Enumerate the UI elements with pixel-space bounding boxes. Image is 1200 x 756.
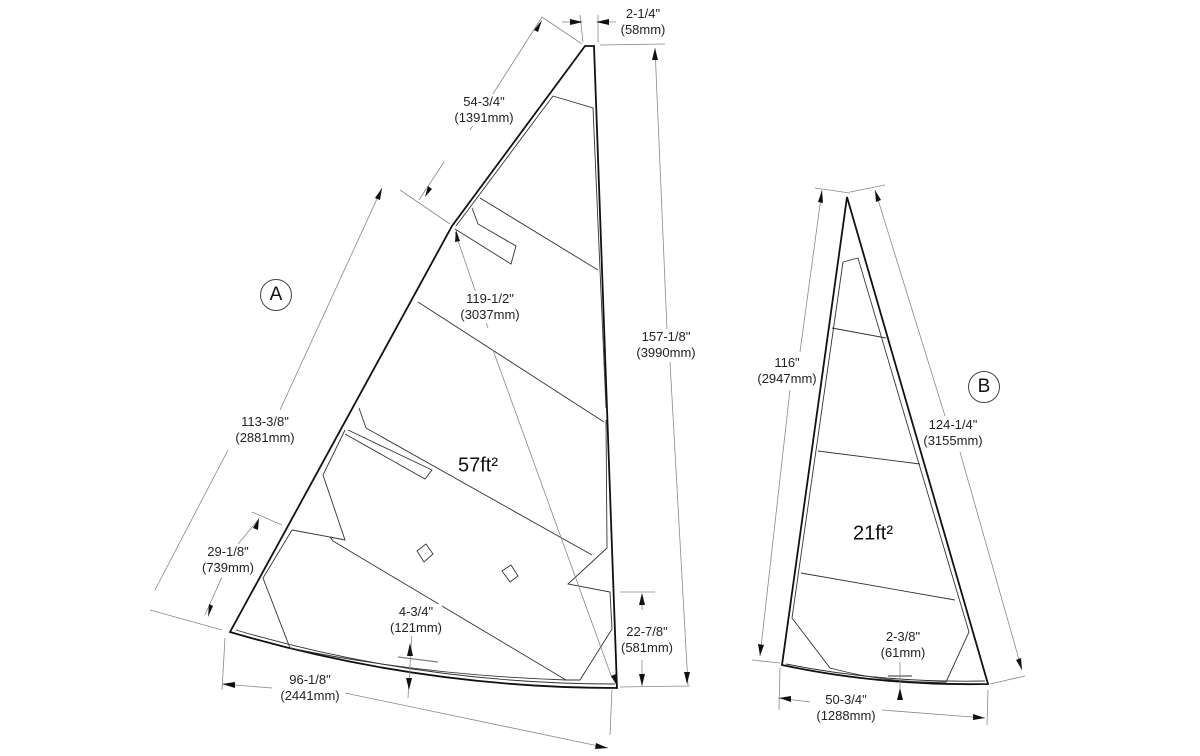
dim-b-foot-round: 2-3/8"(61mm): [880, 629, 926, 661]
dim-a-lower-luff: 113-3/8"(2881mm): [235, 414, 295, 446]
sail-a-dimension-lines: [149, 14, 691, 749]
sail-b-outline: [780, 196, 990, 686]
dim-a-leech: 157-1/8"(3990mm): [636, 329, 696, 361]
sail-b-id-circle: B: [968, 371, 1000, 403]
sail-a-outline: [228, 45, 618, 689]
sail-a-area: 57ft²: [457, 454, 499, 477]
dim-a-foot: 96-1/8"(2441mm): [280, 672, 340, 704]
sail-b-arrows: [758, 190, 1022, 720]
dim-a-tack-offset: 29-1/8"(739mm): [201, 544, 255, 576]
dim-b-foot: 50-3/4"(1288mm): [816, 692, 876, 724]
dim-a-diagonal: 119-1/2"(3037mm): [460, 291, 520, 323]
sail-b-panels: [785, 257, 986, 683]
sail-a-id-circle: A: [260, 279, 292, 311]
sail-b-dimension-lines: [751, 184, 1026, 726]
dim-a-foot-round: 4-3/4"(121mm): [389, 604, 443, 636]
dim-b-leech: 124-1/4"(3155mm): [923, 417, 983, 449]
sail-a-panels: [235, 95, 616, 685]
dim-a-clew-height: 22-7/8"(581mm): [620, 624, 674, 656]
sail-b-area: 21ft²: [852, 522, 894, 545]
dim-b-luff: 116"(2947mm): [757, 355, 817, 387]
sail-a-arrows: [208, 19, 690, 749]
dim-a-upper-luff: 54-3/4"(1391mm): [454, 94, 514, 126]
dim-a-head-width: 2-1/4"(58mm): [620, 6, 666, 38]
